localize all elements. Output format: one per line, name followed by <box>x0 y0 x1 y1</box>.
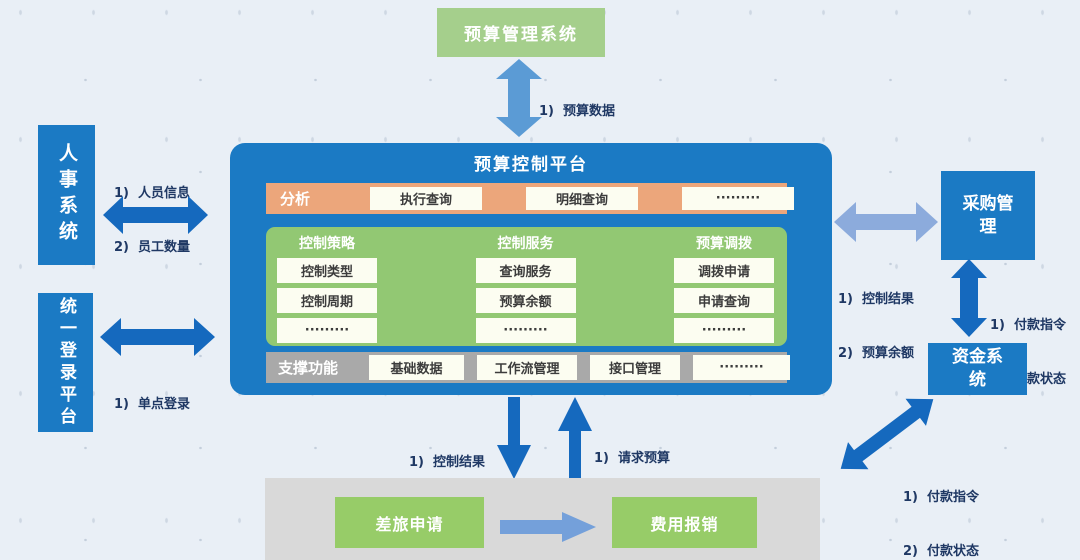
note-line: 1) 预算数据 <box>539 104 616 119</box>
analysis-chip: 明细查询 <box>526 187 638 210</box>
node-budget-management-system-label: 预算管理系统 <box>464 25 578 45</box>
expense-process-container: 差旅申请 费用报销 <box>265 478 820 560</box>
node-budget-management-system: 预算管理系统 <box>437 8 605 57</box>
analysis-chip: 执行查询 <box>370 187 482 210</box>
hr-link-note: 1) 人员信息 2) 员工数量 <box>114 149 190 293</box>
platform-title: 预算控制平台 <box>474 155 588 175</box>
note-line: 1) 请求预算 <box>594 451 671 466</box>
funds-payment-double-arrow-icon <box>840 398 934 470</box>
node-procurement: 采购管理 <box>941 171 1035 260</box>
panel-chip: 控制类型 <box>277 258 377 283</box>
node-funds-system: 资金系统 <box>928 343 1027 395</box>
support-chip: 工作流管理 <box>477 355 577 380</box>
note-line: 2) 付款状态 <box>903 544 980 559</box>
node-hr-system-label: 人事系统 <box>56 143 78 247</box>
panel-column-control-strategy: 控制策略 控制类型 控制周期 ········· <box>276 230 378 346</box>
node-expense-reimburse-label: 费用报销 <box>650 514 719 534</box>
analysis-label: 分析 <box>280 190 311 208</box>
panel-chip: ········· <box>475 318 576 343</box>
support-chip: 基础数据 <box>369 355 464 380</box>
support-row: 支撑功能 基础数据 工作流管理 接口管理 ········· <box>266 352 790 383</box>
note-line: 2) 预算余额 <box>838 346 915 361</box>
panel-column-control-service: 控制服务 查询服务 预算余额 ········· <box>475 230 577 346</box>
column-header: 预算调拨 <box>696 236 752 252</box>
node-expense-reimburse: 费用报销 <box>612 497 757 548</box>
support-chip: 接口管理 <box>590 355 680 380</box>
analysis-row: 分析 执行查询 明细查询 ········· <box>266 183 794 214</box>
sso-link-double-arrow-icon <box>100 318 215 356</box>
node-sso-platform: 统一登录平台 <box>38 293 93 432</box>
node-travel-request: 差旅申请 <box>335 497 484 548</box>
hr-link-double-arrow-icon <box>103 196 208 234</box>
note-line: 1) 单点登录 <box>114 397 191 412</box>
payment-link-double-arrow-icon <box>951 259 987 337</box>
procurement-link-note: 1) 控制结果 2) 预算余额 <box>838 255 914 399</box>
note-line: 2) 员工数量 <box>114 240 191 255</box>
panel-chip: 调拨申请 <box>674 258 774 283</box>
panel-chip: ········· <box>277 318 377 343</box>
budget-link-double-arrow-icon <box>496 59 542 137</box>
budget-request-up-arrow-icon <box>558 397 592 479</box>
budget-control-platform: 预算控制平台 分析 执行查询 明细查询 ········· 控制策略 控制类型 … <box>230 143 832 395</box>
node-funds-system-label: 资金系统 <box>952 347 1003 390</box>
note-line: 1) 控制结果 <box>838 292 915 307</box>
procurement-link-double-arrow-icon <box>834 202 938 242</box>
panel-chip: 申请查询 <box>674 288 774 313</box>
panel-chip: 预算余额 <box>475 288 576 313</box>
analysis-chip: ········· <box>682 187 794 210</box>
support-chip: ········· <box>693 355 790 380</box>
control-result-down-arrow-icon <box>497 397 531 479</box>
note-line: 1) 付款指令 <box>990 318 1067 333</box>
sso-link-note: 1) 单点登录 <box>114 360 190 450</box>
support-label: 支撑功能 <box>278 359 339 377</box>
node-hr-system: 人事系统 <box>38 125 95 265</box>
panel-column-budget-transfer: 预算调拨 调拨申请 申请查询 ········· <box>673 230 775 346</box>
column-header: 控制服务 <box>497 236 554 252</box>
control-panel: 控制策略 控制类型 控制周期 ········· 控制服务 查询服务 预算余额 … <box>266 227 787 346</box>
note-line: 1) 付款指令 <box>903 490 980 505</box>
column-header: 控制策略 <box>299 236 355 252</box>
funds-payment-note: 1) 付款指令 2) 付款状态 <box>903 453 979 560</box>
node-procurement-label: 采购管理 <box>962 193 1014 237</box>
note-line: 1) 控制结果 <box>409 455 486 470</box>
travel-to-expense-arrow-icon <box>500 512 596 542</box>
panel-chip: 控制周期 <box>277 288 377 313</box>
panel-chip: ········· <box>674 318 774 343</box>
panel-chip: 查询服务 <box>475 258 576 283</box>
note-line: 1) 人员信息 <box>114 186 191 201</box>
node-sso-platform-label: 统一登录平台 <box>56 296 76 429</box>
node-travel-request-label: 差旅申请 <box>375 514 444 534</box>
